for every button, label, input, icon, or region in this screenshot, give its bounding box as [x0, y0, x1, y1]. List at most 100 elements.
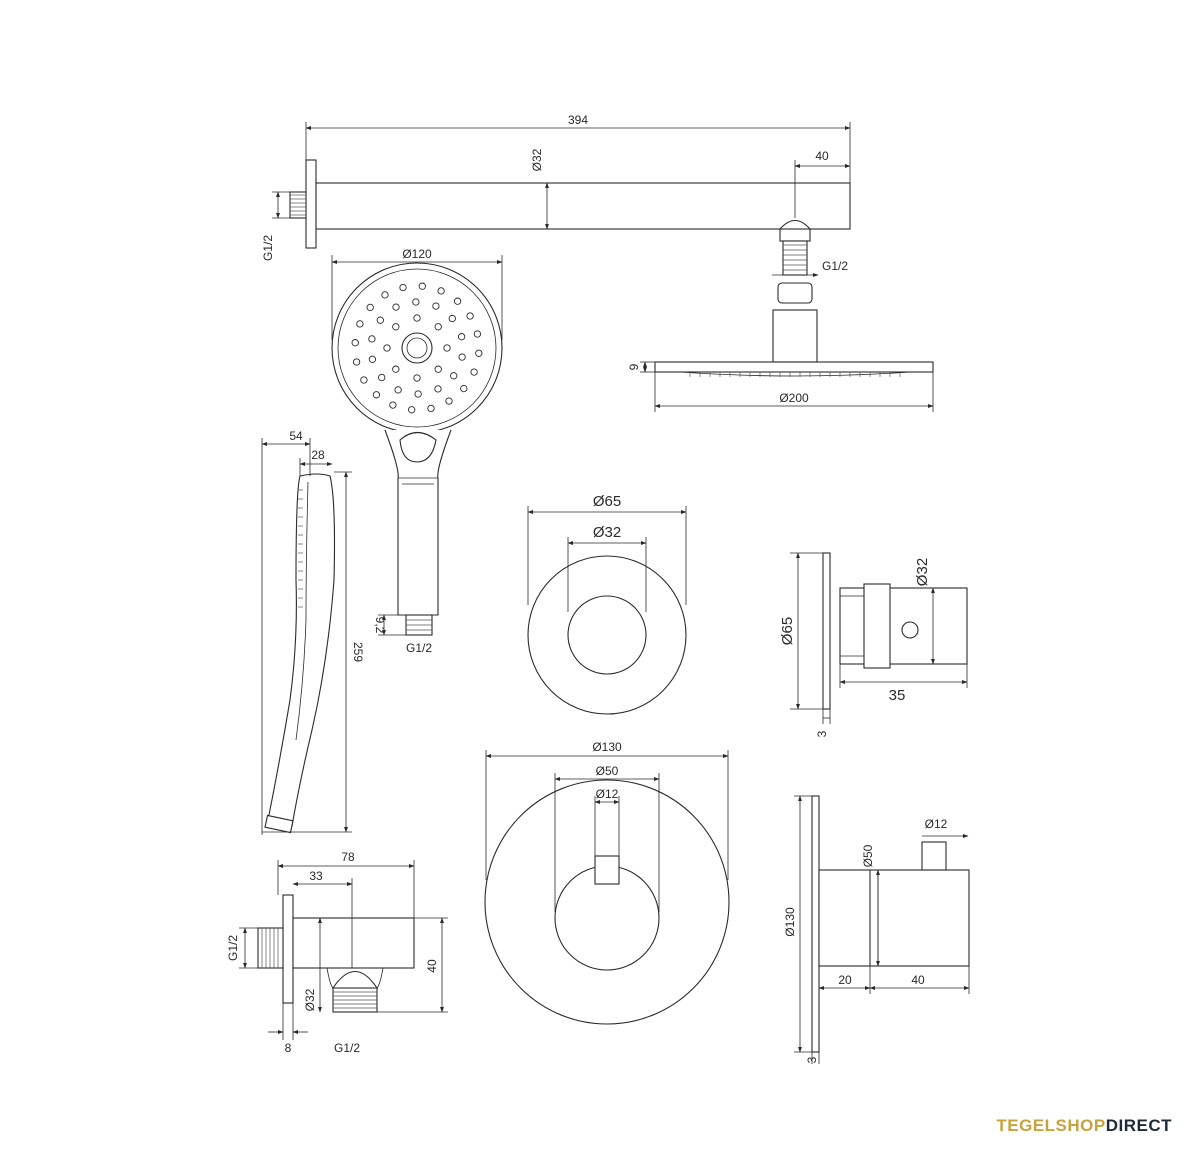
spray-nozzle-dot [470, 368, 478, 376]
spray-nozzle-dot [389, 401, 397, 409]
stop-valve-rose-view: Ø65 Ø32 [527, 493, 687, 715]
dim-arm-wall-thread: G1/2 [261, 235, 275, 261]
spray-nozzle-dot [418, 282, 426, 290]
spray-nozzle-dot [466, 312, 474, 320]
dim-thermo-knob-length: 40 [911, 973, 925, 987]
thermostat-side-view: Ø130 Ø50 Ø12 20 40 3 [783, 795, 970, 1064]
rain-head-view: 9 Ø200 [627, 361, 934, 412]
thermostat-front-view: Ø130 Ø50 Ø12 [484, 740, 730, 1025]
side-profile [267, 473, 336, 827]
outlet-plate [282, 894, 294, 1004]
hand-center-nozzles [401, 332, 433, 364]
dim-thermo-knob: Ø50 [596, 764, 619, 778]
spray-nozzle-dot [413, 314, 421, 322]
spray-nozzle-dot [368, 335, 376, 343]
outlet-body [292, 917, 415, 969]
spray-nozzle-dot [414, 390, 422, 398]
dim-head-diameter: Ø200 [779, 391, 809, 405]
spray-nozzle-dot [453, 297, 462, 305]
dim-thermo-side-spindle: Ø12 [925, 817, 948, 831]
stop-collar [863, 583, 891, 669]
spray-nozzle-dot [381, 291, 389, 299]
side-thread [264, 814, 294, 834]
dim-stop-plate: 3 [815, 730, 829, 737]
brand-part-2: DIRECT [1105, 1116, 1172, 1135]
spray-nozzle-dot [475, 349, 483, 357]
dim-side-depth: 28 [311, 448, 325, 462]
spray-nozzle-dot [434, 365, 442, 373]
dim-rose-inner: Ø32 [593, 524, 621, 541]
spray-nozzle-dot [408, 406, 416, 414]
head-ball-joint [777, 282, 813, 304]
spray-nozzle-dot [392, 303, 400, 311]
dim-rose-outer: Ø65 [593, 493, 621, 510]
dim-outlet-height: 40 [425, 959, 439, 973]
spray-nozzle-dot [392, 323, 400, 331]
spray-nozzle-dot [394, 386, 402, 394]
dim-outlet-back-thread: G1/2 [226, 935, 240, 961]
dim-head-height: 9 [627, 363, 641, 370]
spray-nozzle-dot [383, 344, 391, 352]
spray-nozzle-dot [378, 373, 386, 382]
dim-thermo-plate-thickness: 3 [805, 1056, 819, 1063]
dim-thermo-side-knob: Ø50 [861, 844, 875, 867]
spray-nozzle-dot [352, 358, 361, 366]
spray-nozzle-dot [399, 283, 407, 292]
thermo-side-body [818, 869, 970, 967]
dim-outlet-total: 78 [341, 850, 355, 864]
dim-thermo-spindle: Ø12 [596, 787, 619, 801]
spray-nozzle-dot [356, 320, 364, 328]
thermo-spindle [594, 855, 620, 885]
spray-nozzle-dot [457, 333, 466, 341]
spray-nozzle-dot [427, 404, 435, 413]
spray-nozzle-dot [372, 391, 381, 399]
hand-shower-side-view: 54 28 259 [261, 429, 365, 835]
spray-nozzle-dot [473, 330, 482, 338]
spray-nozzle-dot [443, 344, 451, 352]
brand-part-1: TEGELSHOP [996, 1116, 1106, 1135]
spray-nozzle-dot [376, 316, 384, 324]
hand-mode-button [399, 431, 437, 463]
spray-nozzle-dot [460, 384, 468, 393]
spray-nozzle-dot [434, 385, 442, 393]
dim-stop-diameter: Ø65 [779, 617, 796, 645]
spray-nozzle-dot [360, 376, 368, 384]
arm-tube [315, 182, 851, 230]
wall-outlet-view: 78 33 G1/2 40 Ø32 8 G1/2 [226, 850, 448, 1055]
spray-nozzle-dot [392, 365, 400, 373]
dim-outlet-body: Ø32 [303, 988, 317, 1011]
stop-plate [822, 552, 831, 710]
spray-nozzle-dot [458, 353, 466, 361]
dim-arm-head-thread: G1/2 [822, 259, 848, 273]
dim-thermo-side-plate: Ø130 [783, 907, 797, 937]
arm-wall-plate [305, 159, 317, 249]
thermo-side-spindle [921, 841, 947, 871]
spray-nozzle-dot [412, 298, 420, 306]
spray-nozzle-dot [445, 397, 453, 405]
head-neck [772, 309, 818, 363]
stop-pin-hole [901, 621, 919, 639]
dim-outlet-thread: G1/2 [334, 1041, 360, 1055]
spray-nozzle-dot [432, 302, 440, 310]
spray-nozzle-dot [448, 314, 456, 323]
dim-side-width: 54 [289, 429, 303, 443]
stop-valve-side-view: Ø65 Ø32 35 3 [779, 552, 968, 737]
dim-hand-thread: G1/2 [406, 641, 432, 655]
rose-inner [567, 595, 647, 675]
spray-nozzle-dot [368, 355, 377, 363]
spray-nozzle-dot [434, 323, 442, 331]
spray-nozzle-dot [366, 303, 374, 312]
dim-stop-length: 35 [889, 687, 906, 704]
outlet-dome [331, 971, 379, 989]
dim-stop-body: Ø32 [914, 558, 931, 586]
dim-outlet-offset: 33 [309, 869, 323, 883]
hand-spray-nozzles [351, 282, 483, 414]
shower-arm-view: 394 Ø32 40 G1/2 G1/2 [261, 113, 851, 363]
spray-nozzle-dot [437, 287, 445, 295]
dim-side-length: 259 [351, 642, 365, 662]
dim-thermo-base: 20 [838, 973, 852, 987]
dim-arm-diameter: Ø32 [530, 148, 544, 171]
dim-thermo-plate: Ø130 [592, 740, 622, 754]
dim-arm-length: 394 [568, 113, 588, 127]
